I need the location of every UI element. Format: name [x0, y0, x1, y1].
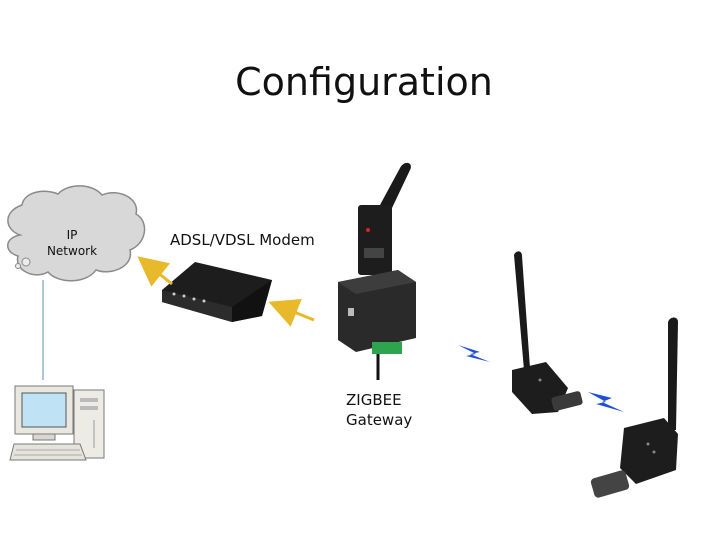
zigbee-node-icon [590, 317, 678, 498]
cloud-label-line2: Network [46, 244, 98, 258]
gateway-label: ZIGBEE Gateway [346, 390, 412, 430]
zigbee-gateway-icon [338, 162, 416, 380]
arrow-icon [137, 256, 173, 287]
page-title: Configuration [235, 60, 493, 104]
desktop-computer-icon [9, 385, 105, 461]
zigbee-node-icon [512, 251, 583, 414]
modem-label: ADSL/VDSL Modem [170, 231, 315, 249]
wireless-signal-icon [458, 345, 490, 362]
arrow-icon [268, 298, 315, 327]
wireless-signal-icon [588, 392, 624, 412]
modem-icon [162, 262, 272, 322]
cloud-label: IP Network [40, 227, 104, 259]
gateway-label-line1: ZIGBEE [346, 391, 402, 409]
cloud-icon [7, 185, 146, 282]
cloud-label-line1: IP [66, 228, 78, 242]
gateway-label-line2: Gateway [346, 411, 413, 429]
